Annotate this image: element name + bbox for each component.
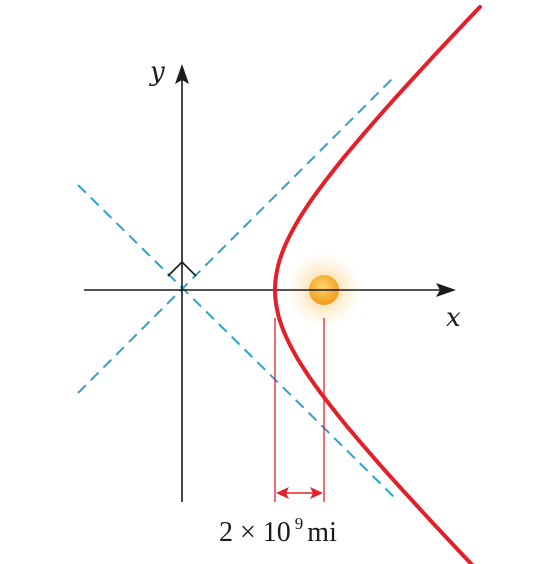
x-axis-arrow-icon: [436, 283, 456, 297]
asymptote-positive: [77, 75, 396, 394]
hyperbola-branch: [272, 4, 482, 564]
y-axis: [175, 64, 189, 502]
right-angle-icon: [167, 260, 197, 277]
y-axis-label: y: [149, 57, 165, 87]
asymptote-negative: [77, 184, 396, 499]
dimension-arrowhead-right-icon: [310, 487, 323, 499]
x-axis: [84, 283, 456, 297]
dimension-unit: mi: [307, 517, 337, 548]
dimension-coefficient: 2 × 10: [219, 517, 291, 548]
dimension-exponent: 9: [295, 514, 304, 533]
dimension-arrow: [276, 487, 323, 499]
dimension-label: 2 × 10 9 mi: [219, 514, 337, 548]
dimension-arrowhead-left-icon: [276, 487, 289, 499]
y-axis-arrow-icon: [175, 64, 189, 84]
x-axis-label: x: [446, 303, 461, 333]
